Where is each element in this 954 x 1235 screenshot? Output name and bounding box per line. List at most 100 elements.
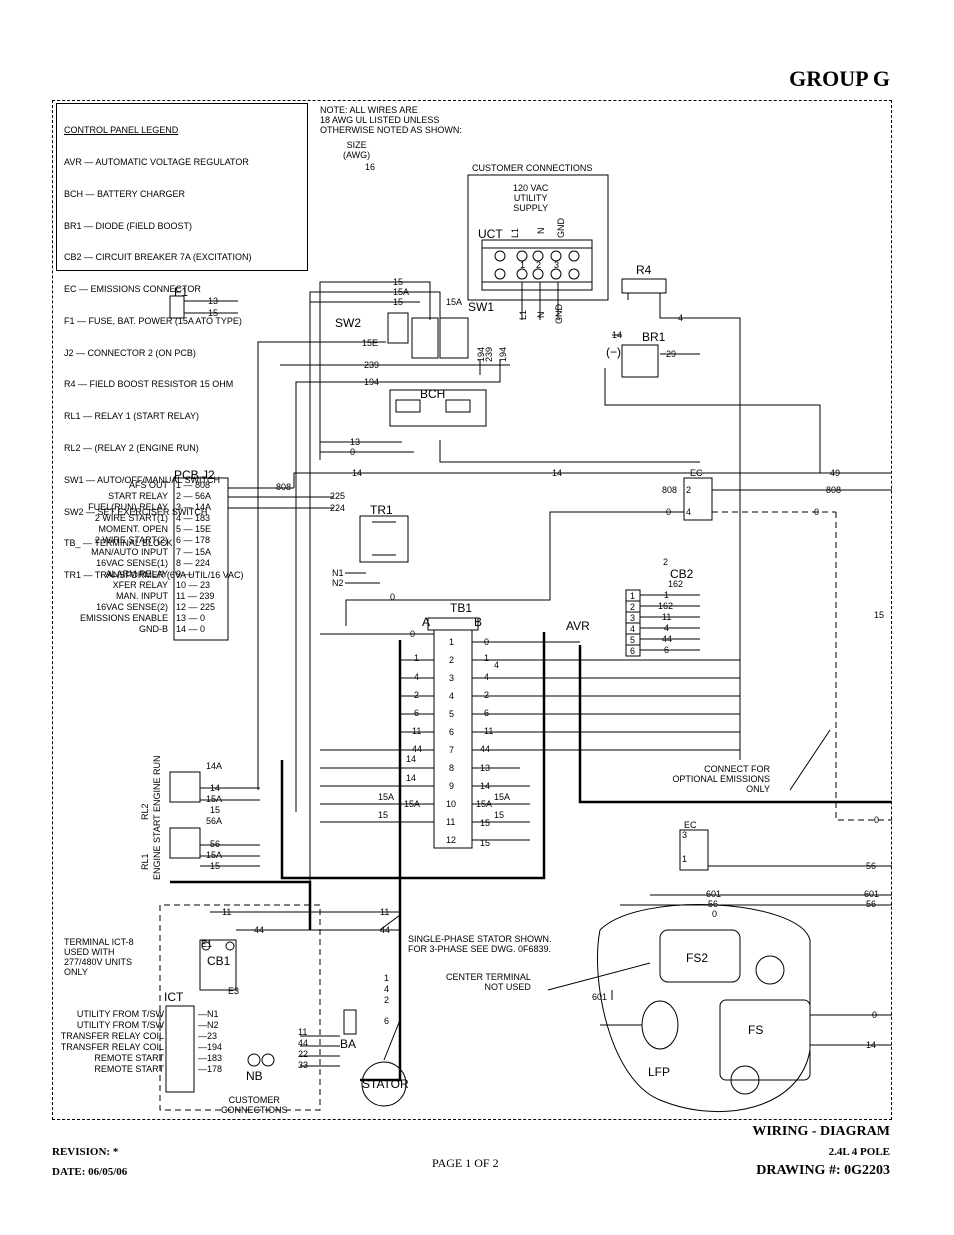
uct-block bbox=[481, 239, 593, 291]
wire-0-fs-right: 0 bbox=[872, 1010, 877, 1020]
tb1-right: 0 bbox=[484, 637, 489, 647]
rl2-label: RL2 bbox=[140, 803, 150, 820]
ec-pin-3: 3 bbox=[682, 830, 687, 840]
wire-14-fs-right: 14 bbox=[866, 1040, 876, 1050]
wire-4-stator: 4 bbox=[384, 984, 389, 994]
wire-1-stator: 1 bbox=[384, 973, 389, 983]
tb1-right: 11 bbox=[484, 726, 493, 736]
pcb-pin-label: 16VAC SENSE(1) bbox=[96, 557, 168, 568]
drawing-number: DRAWING #: 0G2203 bbox=[756, 1163, 890, 1178]
ict-wires: —N1 —N2 —23 —194 —183 —178 bbox=[198, 1009, 223, 1074]
tb1-right: 15 bbox=[480, 838, 490, 848]
pcb-pin-num: 14 bbox=[176, 624, 187, 635]
r4-resistor bbox=[621, 278, 667, 294]
wire-11-cb1: 11 bbox=[222, 907, 231, 917]
ict-label: UTILITY FROM T/SW bbox=[76, 1020, 164, 1030]
tb1-right: 15A bbox=[476, 799, 492, 809]
ec-pin-4: 4 bbox=[686, 507, 691, 517]
sw1-body bbox=[411, 317, 439, 359]
cb2-row-wire: 162 bbox=[658, 601, 673, 611]
uct-n: N bbox=[536, 228, 546, 235]
ict-wire: N1 bbox=[207, 1009, 219, 1019]
e1-label: E1 bbox=[201, 939, 212, 949]
wire-15-b: 15 bbox=[393, 297, 403, 307]
wire-15-rl2: 15 bbox=[210, 805, 220, 815]
ec-connector-bottom bbox=[679, 829, 709, 871]
size-value: 16 bbox=[365, 162, 375, 172]
pcb-pin-wire: 183 bbox=[195, 513, 211, 524]
tb1-top bbox=[427, 617, 479, 631]
wire-15-right: 15 bbox=[874, 610, 884, 620]
wire-0-right-b: 0 bbox=[874, 815, 879, 825]
wire-14-mid: 14 bbox=[352, 468, 362, 478]
avr-label: AVR bbox=[566, 619, 590, 633]
cb2-row-num: 1 bbox=[630, 591, 635, 601]
pcb-pin-num: 4 bbox=[176, 513, 182, 524]
ec-bottom-label: EC bbox=[684, 820, 697, 830]
tb1-a-label: A bbox=[422, 615, 430, 629]
wire-15a-left: 15A bbox=[378, 792, 394, 802]
bch-label: BCH bbox=[420, 387, 445, 401]
pcb-pins: 1 — 808 2 — 56A 3 — 14A 4 — 183 5 — 15E … bbox=[176, 480, 216, 635]
wire-0-ec: 0 bbox=[666, 507, 671, 517]
tb1-left: 11 bbox=[412, 726, 421, 736]
ict-block bbox=[165, 1005, 195, 1093]
pcb-pin-label: MAN/AUTO INPUT bbox=[91, 546, 168, 557]
cb2-wire-2: 2 bbox=[663, 557, 668, 567]
legend-item: TR1 — TRANSFORMER (6VA UTIL/16 VAC) bbox=[64, 570, 244, 581]
wire-15a-rl1: 15A bbox=[206, 850, 222, 860]
cb2-row-num: 6 bbox=[630, 646, 635, 656]
tb1-left: 15A bbox=[404, 799, 420, 809]
f1-fuse bbox=[169, 295, 185, 319]
wire-15a-top: 15A bbox=[393, 287, 409, 297]
wire-15-rl1: 15 bbox=[210, 861, 220, 871]
tb1-right: 44 bbox=[480, 744, 490, 754]
wire-224: 224 bbox=[330, 503, 345, 513]
ec-pin-2: 2 bbox=[686, 485, 691, 495]
wire-808: 808 bbox=[276, 482, 291, 492]
pcb-pin-num: 7 bbox=[176, 546, 182, 557]
wire-n: N bbox=[536, 312, 546, 319]
valve-port-bottom bbox=[730, 1065, 760, 1095]
wire-56-fs: 56 bbox=[708, 899, 718, 909]
legend-item: J2 — CONNECTOR 2 (ON PCB) bbox=[64, 347, 196, 358]
tb1-left: 2 bbox=[414, 690, 419, 700]
wire-808-right: 808 bbox=[826, 485, 841, 495]
uct-2: 2 bbox=[536, 260, 541, 270]
tb1-row-num: 4 bbox=[449, 691, 454, 701]
cb2-row-wire: 44 bbox=[662, 634, 672, 644]
cb2-row-wire: 1 bbox=[664, 590, 669, 600]
pcb-pin-wire: 0 bbox=[200, 624, 206, 635]
pcb-pin-wire: 178 bbox=[195, 535, 211, 546]
tb1-row-num: 10 bbox=[446, 799, 456, 809]
lfp-regulator bbox=[641, 1000, 679, 1050]
tb1-row-num: 12 bbox=[446, 835, 456, 845]
wire-11-right: 11 bbox=[380, 907, 389, 917]
wire-13: 13 bbox=[208, 296, 218, 306]
wire-n2: N2 bbox=[332, 578, 344, 588]
legend-item: BR1 — DIODE (FIELD BOOST) bbox=[64, 220, 193, 231]
wire-14a: 14A bbox=[206, 761, 222, 771]
page-number: PAGE 1 OF 2 bbox=[432, 1156, 499, 1170]
cb2-row-num: 3 bbox=[630, 613, 635, 623]
pcb-pin-num: 1 bbox=[176, 480, 182, 490]
wire-29: 29 bbox=[666, 349, 676, 359]
legend-item: AVR — AUTOMATIC VOLTAGE REGULATOR bbox=[64, 156, 249, 167]
wire-15: 15 bbox=[208, 308, 218, 318]
diagram-title: WIRING - DIAGRAM bbox=[752, 1124, 890, 1139]
fs2-solenoid bbox=[659, 929, 741, 983]
ict-label: ICT bbox=[164, 990, 184, 1004]
legend-item: SW1 — AUTO/OFF/MANUAL SWITCH bbox=[64, 474, 221, 485]
pcb-pin-wire: 808 bbox=[195, 480, 211, 490]
wire-601-right: 601 bbox=[864, 889, 879, 899]
tb1-row-num: 2 bbox=[449, 655, 454, 665]
wire-gnd: GND bbox=[554, 304, 564, 325]
pcb-pin-wire: 0 bbox=[200, 613, 206, 624]
tb1-left: 1 bbox=[414, 653, 419, 663]
wire-15-left: 15 bbox=[378, 810, 388, 820]
pcb-pin-wire: 15E bbox=[195, 524, 212, 535]
wire-15-top: 15 bbox=[393, 277, 403, 287]
wire-l1: L1 bbox=[518, 310, 528, 320]
wire-6-stator: 6 bbox=[384, 1016, 389, 1026]
cb1-breaker bbox=[199, 939, 237, 991]
